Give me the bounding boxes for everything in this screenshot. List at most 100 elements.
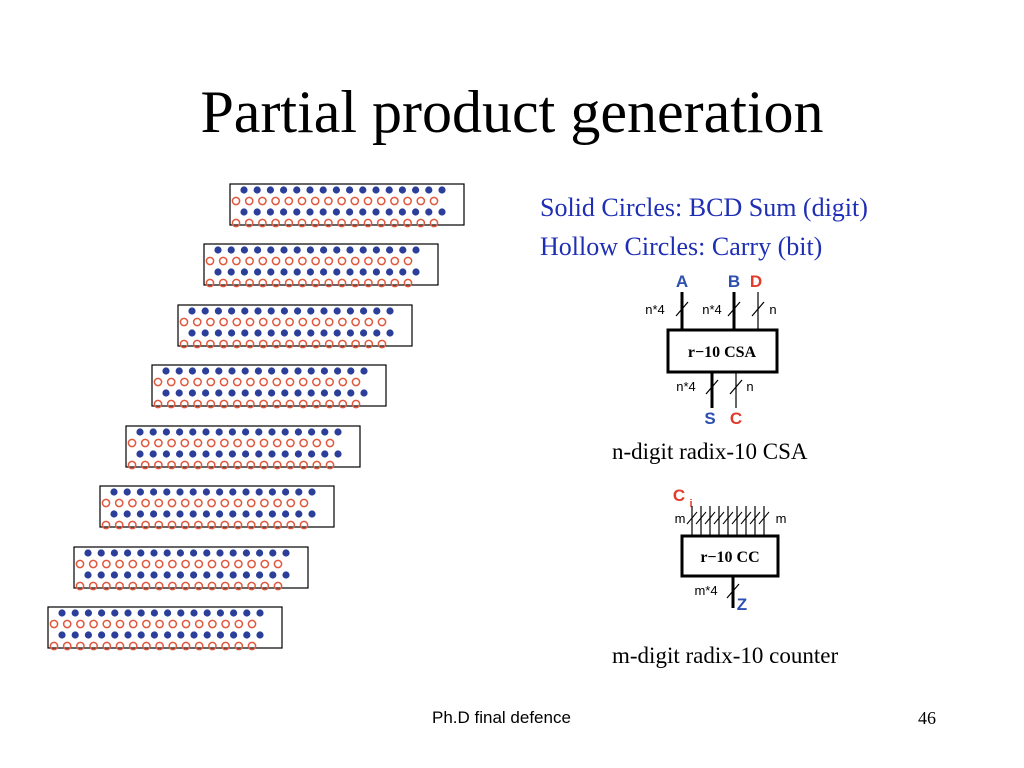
carry-dot xyxy=(220,581,230,591)
bcd-sum-dot xyxy=(215,389,223,397)
bcd-sum-dot xyxy=(255,510,263,518)
carry-dot xyxy=(154,581,164,591)
carry-dot xyxy=(89,641,98,651)
carry-dot xyxy=(154,559,164,569)
carry-dot xyxy=(220,460,229,470)
bcd-sum-dot xyxy=(124,631,132,639)
bcd-sum-dot xyxy=(229,571,237,579)
carry-dot xyxy=(219,399,229,409)
bcd-sum-dot xyxy=(295,488,303,496)
carry-dot xyxy=(142,619,151,629)
cc-width-left: m xyxy=(675,511,686,526)
bcd-sum-dot xyxy=(203,571,211,579)
bcd-sum-dot xyxy=(216,631,224,639)
carry-dot xyxy=(260,520,269,530)
carry-dot xyxy=(128,520,137,530)
bcd-sum-dot xyxy=(254,246,262,254)
bcd-sum-dot xyxy=(241,329,249,337)
carry-dot xyxy=(192,317,202,327)
bcd-sum-dot xyxy=(334,450,342,458)
carry-dot xyxy=(298,278,307,288)
bcd-sum-dot xyxy=(320,246,328,254)
bcd-sum-dot xyxy=(215,428,223,436)
carry-dot xyxy=(246,399,255,409)
bcd-sum-dot xyxy=(189,510,197,518)
carry-dot xyxy=(193,460,203,470)
carry-dot xyxy=(351,317,360,327)
bcd-sum-dot xyxy=(175,367,183,375)
carry-dot xyxy=(259,438,269,448)
carry-dot xyxy=(272,460,282,470)
bcd-sum-dot xyxy=(216,549,224,557)
bcd-sum-dot xyxy=(386,268,394,276)
carry-dot xyxy=(390,256,400,266)
bcd-sum-dot xyxy=(162,389,170,397)
bcd-sum-dot xyxy=(97,549,105,557)
carry-dot xyxy=(311,256,320,266)
bcd-sum-dot xyxy=(268,367,276,375)
bcd-sum-dot xyxy=(240,208,248,216)
bcd-sum-dot xyxy=(110,549,118,557)
carry-dot xyxy=(194,498,203,508)
bcd-sum-dot xyxy=(399,268,407,276)
bcd-sum-dot xyxy=(177,609,185,617)
carry-dot xyxy=(208,619,217,629)
bcd-sum-dot xyxy=(230,609,238,617)
cc-block xyxy=(680,534,780,578)
bcd-sum-dot xyxy=(280,307,288,315)
carry-dot xyxy=(258,256,268,266)
carry-dot xyxy=(258,317,268,327)
bcd-sum-dot xyxy=(150,549,158,557)
cc-input-slash xyxy=(704,511,716,525)
cc-input-slash xyxy=(749,511,761,525)
bcd-sum-dot xyxy=(359,246,367,254)
bcd-sum-dot xyxy=(306,246,314,254)
carry-dot xyxy=(247,559,256,569)
carry-dot xyxy=(351,377,361,387)
carry-dot xyxy=(232,256,241,266)
bcd-sum-dot xyxy=(175,389,183,397)
bcd-sum-dot xyxy=(346,246,354,254)
bcd-sum-dot xyxy=(293,186,301,194)
bcd-sum-dot xyxy=(111,631,119,639)
carry-dot xyxy=(205,278,215,288)
bcd-sum-dot xyxy=(267,329,275,337)
carry-dot xyxy=(128,559,138,569)
partial-product-group xyxy=(203,243,439,288)
bcd-sum-dot xyxy=(216,510,224,518)
carry-dot xyxy=(142,641,151,651)
carry-dot xyxy=(247,641,257,651)
slide-title: Partial product generation xyxy=(200,79,824,145)
bcd-sum-dot xyxy=(333,329,341,337)
carry-dot xyxy=(167,460,176,470)
carry-dot xyxy=(206,460,216,470)
carry-dot xyxy=(219,339,228,349)
bcd-sum-dot xyxy=(267,307,275,315)
carry-dot xyxy=(233,520,243,530)
bcd-sum-dot xyxy=(372,186,380,194)
carry-dot xyxy=(102,581,111,591)
bcd-sum-dot xyxy=(307,307,315,315)
carry-dot xyxy=(298,399,308,409)
carry-dot xyxy=(179,317,189,327)
bcd-sum-dot xyxy=(136,428,144,436)
bcd-sum-dot xyxy=(267,268,275,276)
bcd-sum-dot xyxy=(306,186,314,194)
bcd-sum-dot xyxy=(294,329,302,337)
carry-dot xyxy=(194,641,204,651)
carry-dot xyxy=(259,460,269,470)
bcd-sum-dot xyxy=(320,268,328,276)
carry-dot xyxy=(115,581,124,591)
bcd-sum-dot xyxy=(229,549,237,557)
bcd-sum-dot xyxy=(188,367,196,375)
bcd-sum-dot xyxy=(176,549,184,557)
carry-dot xyxy=(181,581,190,591)
carry-dot xyxy=(115,619,125,629)
bcd-sum-dot xyxy=(425,208,433,216)
carry-dot xyxy=(299,498,309,508)
carry-dot xyxy=(363,218,373,228)
bcd-sum-dot xyxy=(71,609,79,617)
cc-input-slash xyxy=(731,511,743,525)
bcd-sum-dot xyxy=(266,186,274,194)
bcd-sum-dot xyxy=(319,186,327,194)
